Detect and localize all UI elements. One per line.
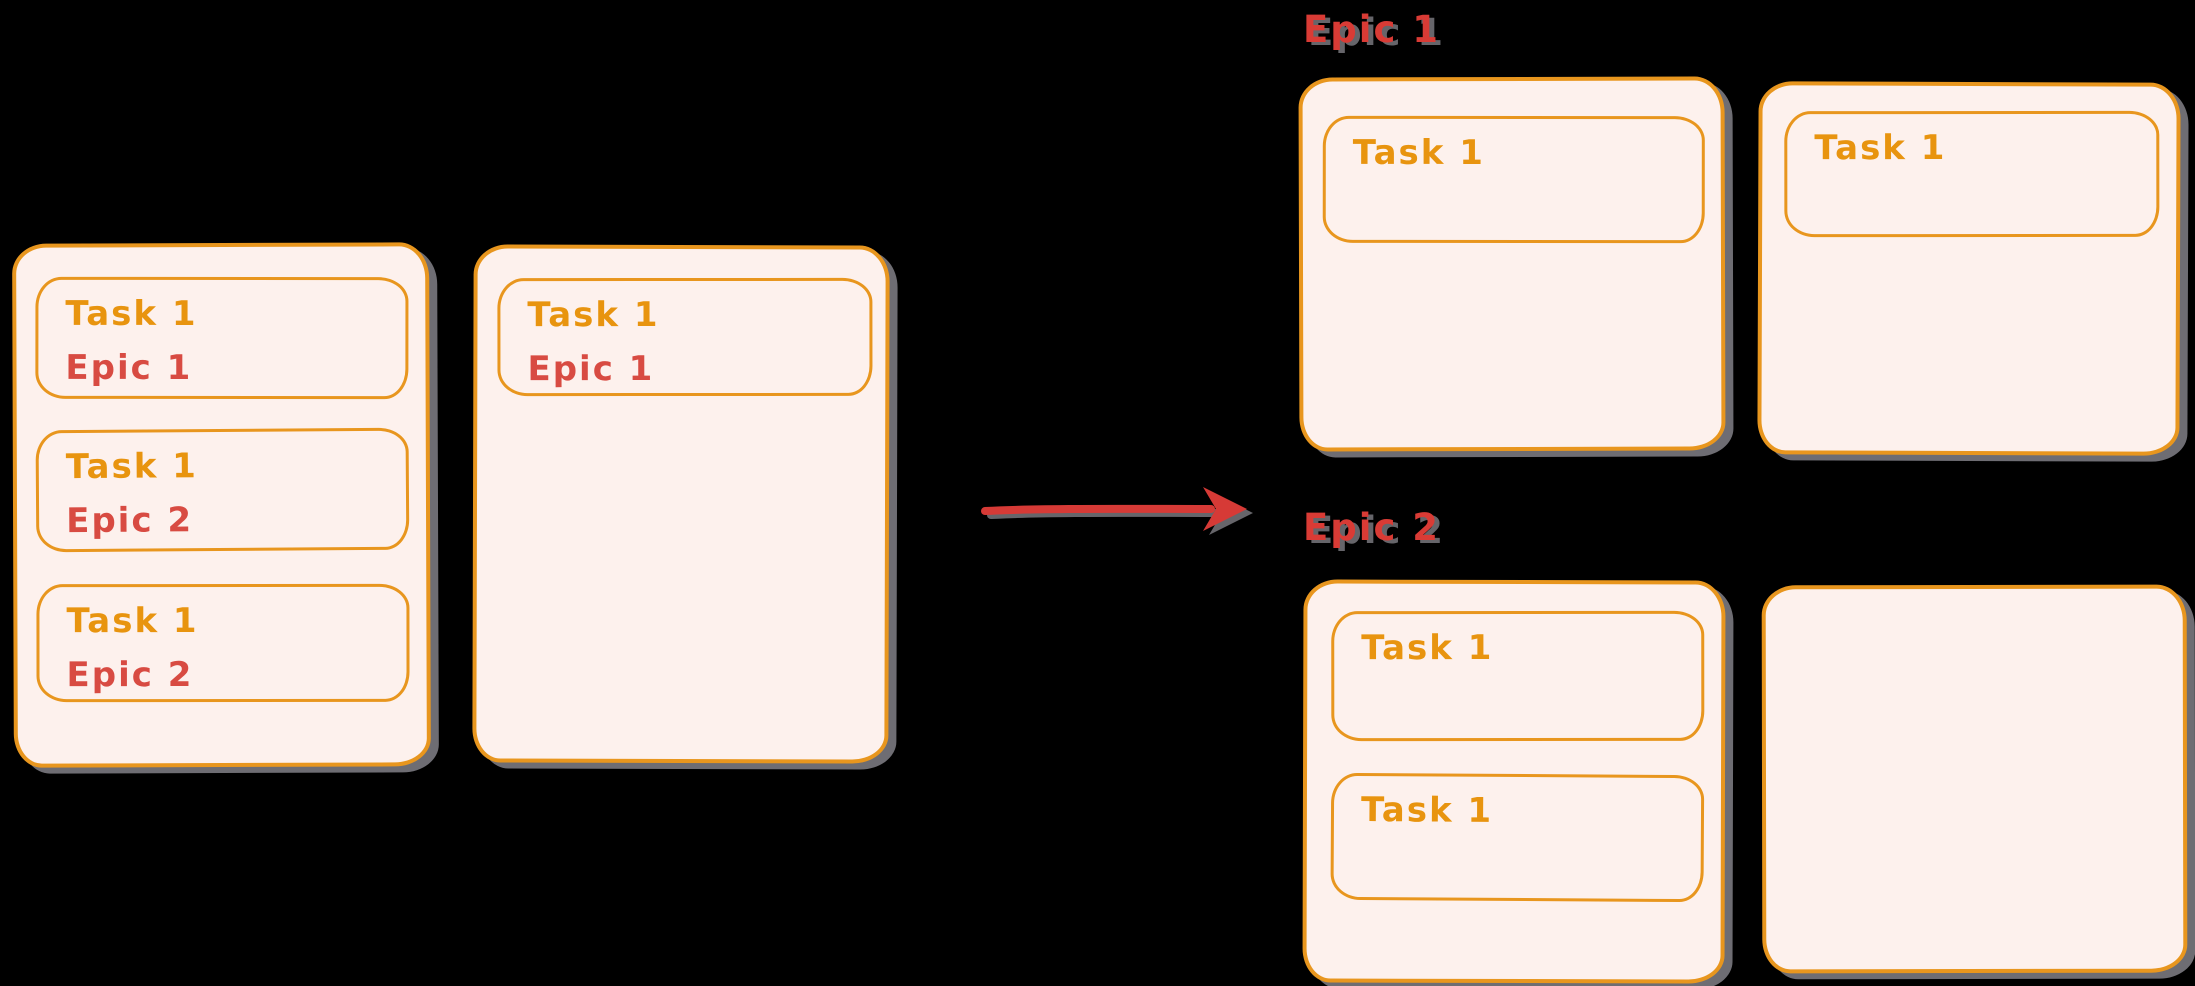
right-arrow-icon	[981, 487, 1247, 531]
task-epic-tag: Epic 1	[527, 349, 655, 390]
after-epic2-card-1: Task 1 Task 1	[1302, 579, 1726, 984]
task-title: Task 1	[1814, 128, 1947, 169]
task-title: Task 1	[527, 295, 660, 336]
task-title: Task 1	[65, 446, 199, 488]
task-epic-tag: Epic 2	[66, 655, 194, 696]
task-card: Task 1	[1331, 610, 1705, 742]
epic-group-label: Epic 2	[1303, 506, 1441, 549]
task-title: Task 1	[1360, 790, 1494, 831]
after-epic1-card-2: Task 1	[1757, 81, 2181, 456]
task-card: Task 1 Epic 2	[35, 427, 410, 553]
task-title: Task 1	[1352, 132, 1485, 173]
task-card: Task 1 Epic 1	[497, 277, 873, 397]
before-board-card-1: Task 1 Epic 1 Task 1 Epic 2 Task 1 Epic …	[12, 242, 431, 768]
task-card: Task 1	[1330, 772, 1705, 903]
task-card: Task 1	[1322, 115, 1705, 244]
task-card: Task 1	[1784, 110, 2160, 238]
task-epic-tag: Epic 1	[65, 347, 193, 388]
task-title: Task 1	[66, 601, 199, 642]
after-epic1-card-1: Task 1	[1298, 76, 1726, 452]
task-card: Task 1 Epic 2	[36, 583, 410, 703]
task-title: Task 1	[1361, 628, 1494, 669]
task-epic-tag: Epic 2	[66, 500, 194, 542]
task-card: Task 1 Epic 1	[35, 276, 409, 400]
task-title: Task 1	[65, 293, 198, 334]
before-board-card-2: Task 1 Epic 1	[472, 244, 890, 764]
epic-group-label: Epic 1	[1303, 8, 1441, 51]
after-epic2-card-2-empty	[1761, 584, 2188, 974]
